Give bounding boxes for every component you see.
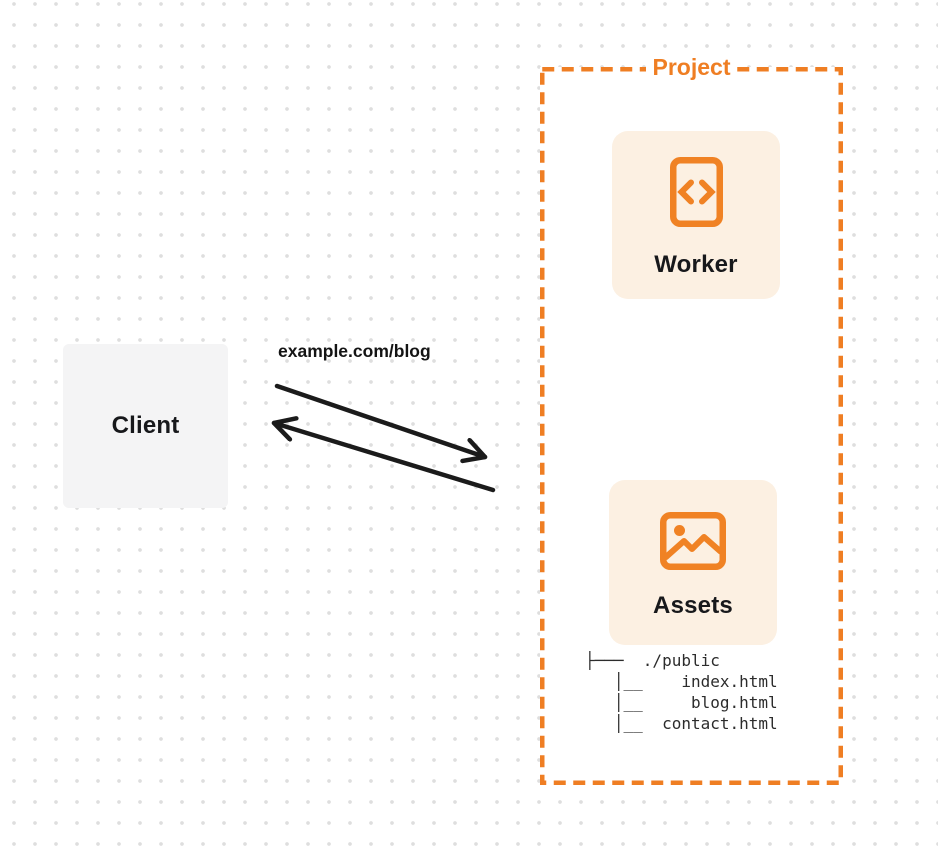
assets-file-tree: ├─── ./public │__ index.html │__ blog.ht… [585, 650, 778, 734]
tree-line-contact: │__ contact.html [585, 714, 778, 733]
worker-label: Worker [654, 251, 738, 278]
tree-line-public: ├─── ./public [585, 651, 720, 670]
image-icon [660, 512, 726, 570]
response-arrow [271, 423, 496, 493]
request-arrow [274, 383, 488, 457]
code-file-icon [669, 157, 723, 227]
assets-card: Assets [609, 480, 777, 645]
client-label: Client [111, 412, 180, 439]
worker-card: Worker [612, 131, 780, 299]
project-title: Project [645, 51, 738, 83]
tree-line-index: │__ index.html [585, 672, 778, 691]
assets-label: Assets [653, 592, 733, 619]
project-dashed-border [540, 67, 843, 785]
client-node: Client [63, 344, 228, 508]
project-container: Project Worker Assets ├─── ./public │__ … [540, 51, 843, 785]
request-url-label: example.com/blog [278, 341, 431, 361]
tree-line-blog: │__ blog.html [585, 693, 778, 712]
